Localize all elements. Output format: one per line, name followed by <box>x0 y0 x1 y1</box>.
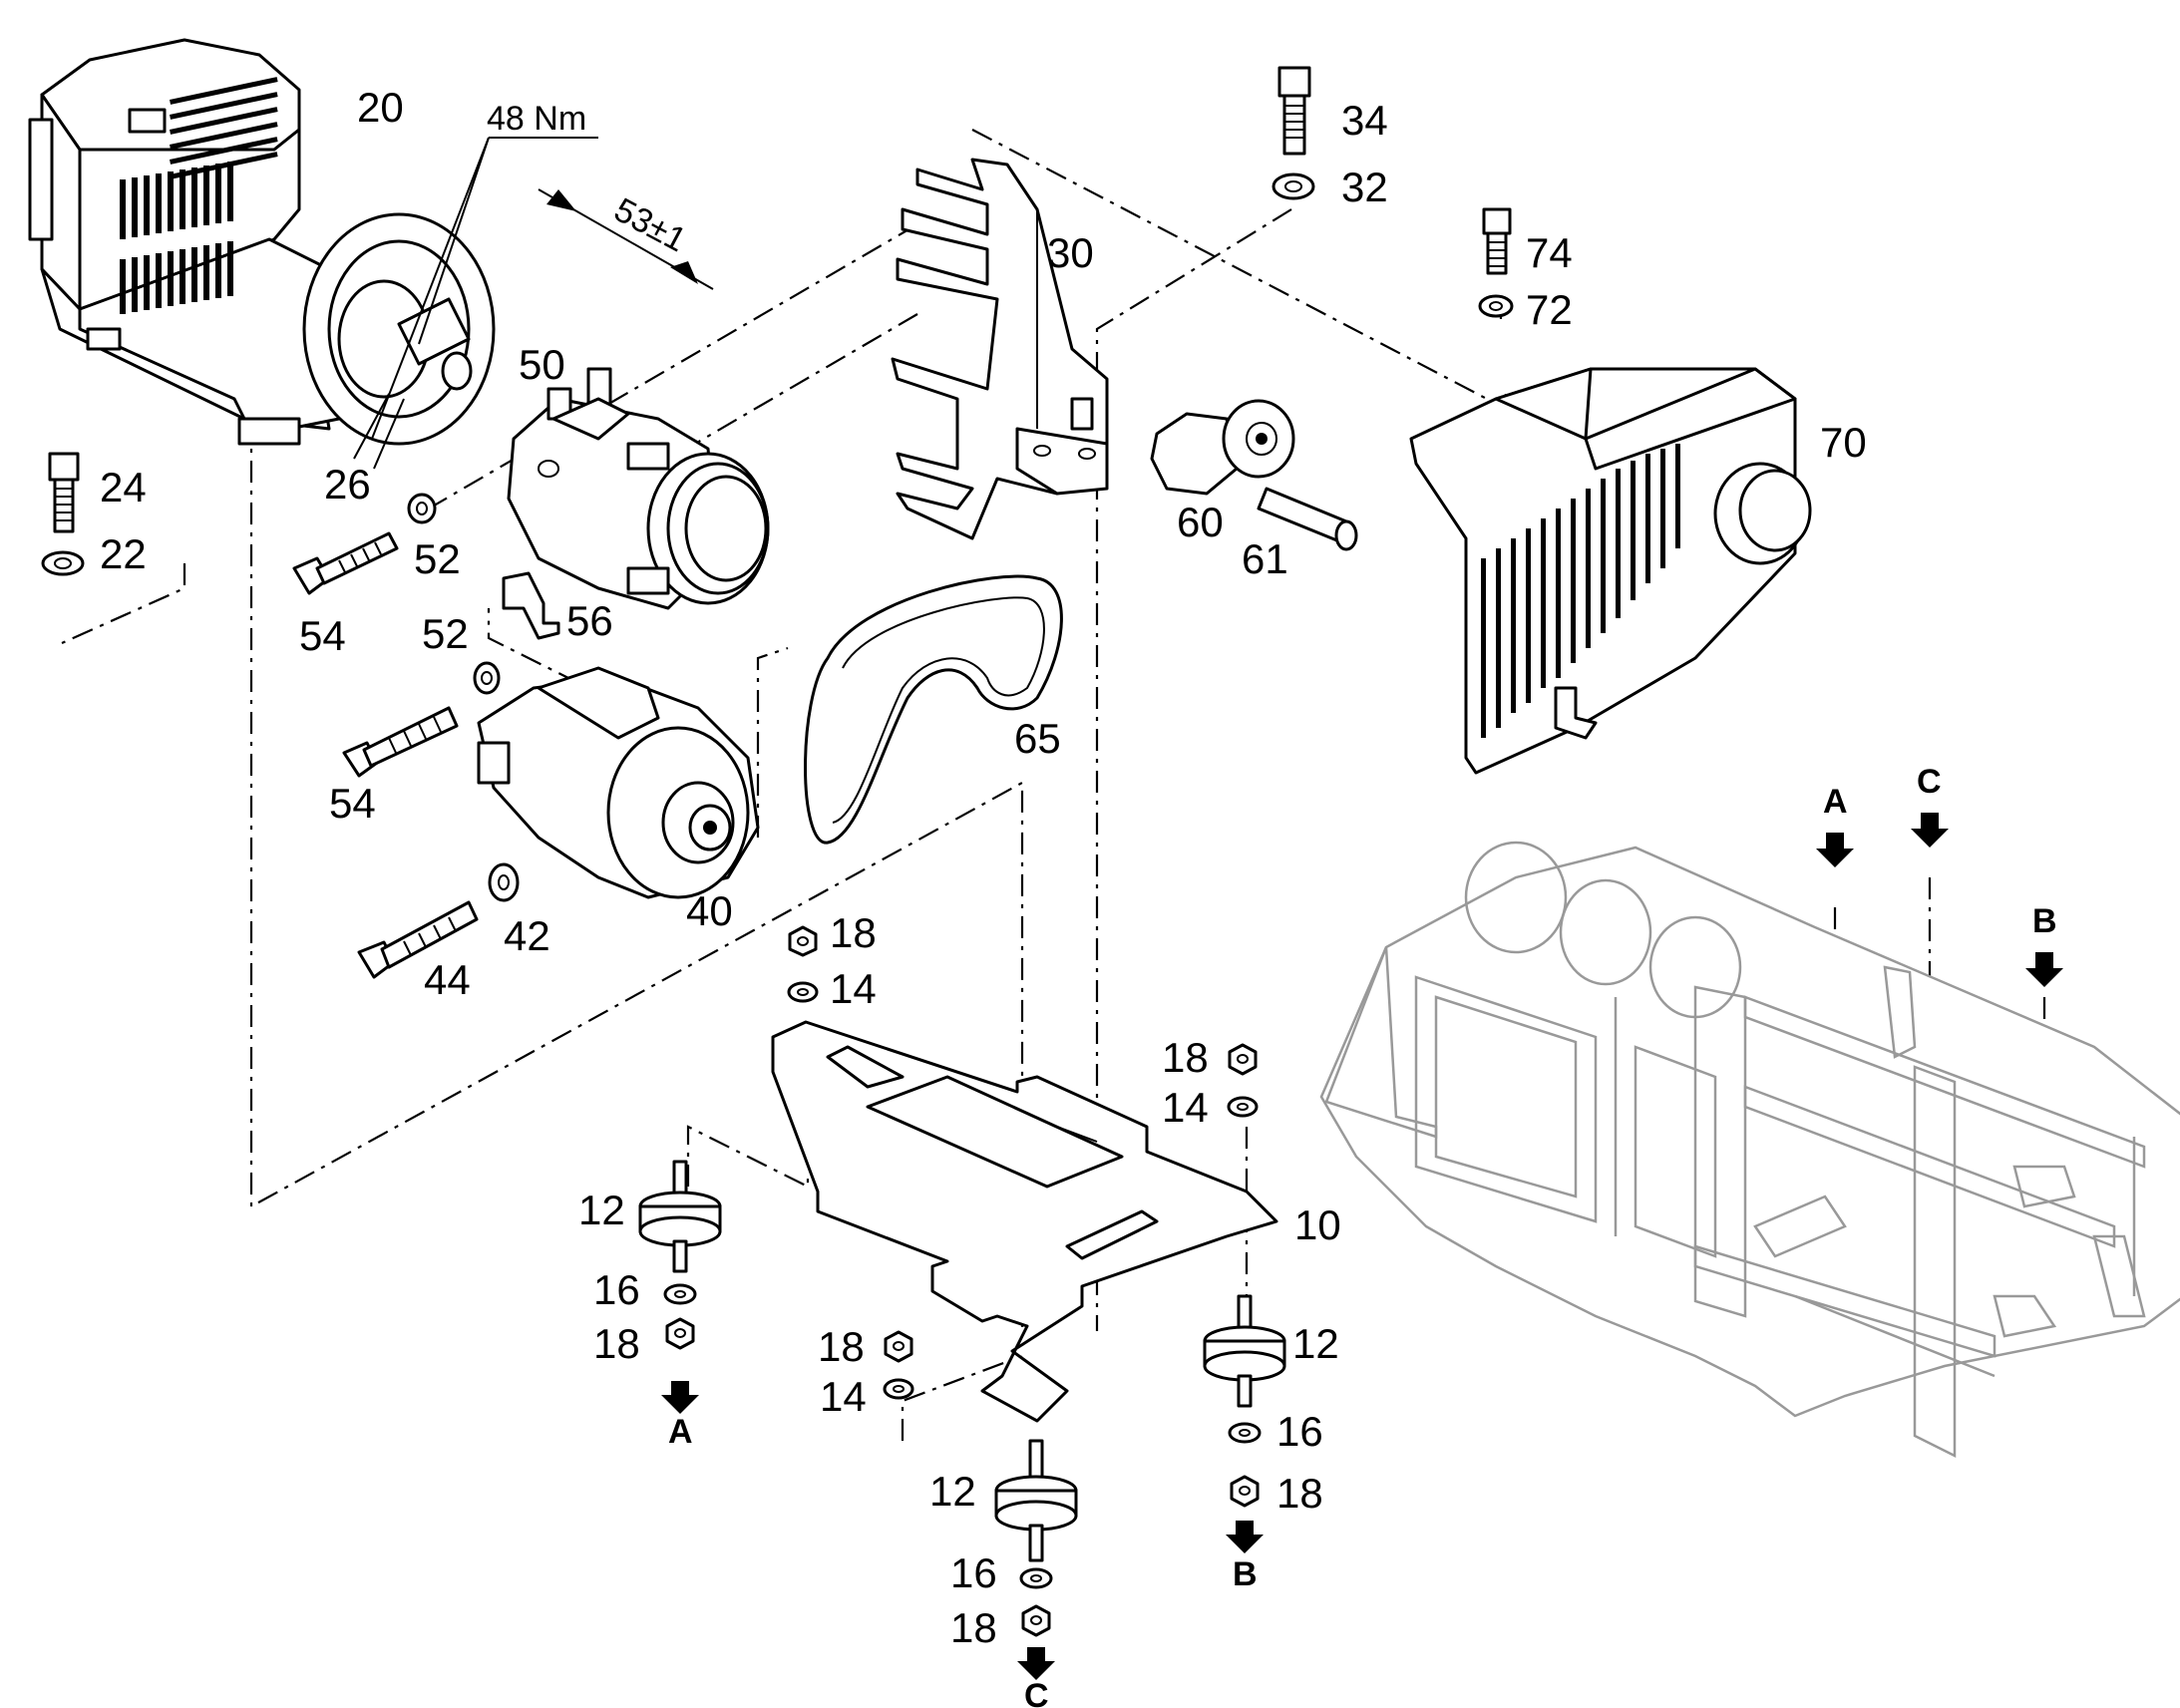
dimension-53 <box>538 188 714 290</box>
arrow-label-a-bottom: A <box>668 1413 693 1451</box>
bolt-74 <box>1482 207 1512 275</box>
belt-65 <box>804 574 1063 845</box>
label-50: 50 <box>519 341 565 388</box>
label-18-left: 18 <box>593 1320 640 1367</box>
arrow-b-bottom <box>1226 1521 1264 1553</box>
torque-callout <box>353 137 598 470</box>
generator-unit <box>28 38 496 446</box>
label-10: 10 <box>1294 1201 1341 1248</box>
label-40: 40 <box>686 887 733 934</box>
label-44: 44 <box>424 956 471 1003</box>
label-65: 65 <box>1014 715 1061 762</box>
mount-12-left <box>638 1160 722 1273</box>
vehicle-frame <box>1319 841 2180 1459</box>
label-42: 42 <box>504 912 550 959</box>
label-24: 24 <box>100 464 147 511</box>
arrow-label-b-frame: B <box>2032 902 2057 940</box>
label-56: 56 <box>566 597 613 644</box>
label-18-right: 18 <box>1162 1034 1209 1081</box>
label-12-left: 12 <box>578 1187 625 1233</box>
arrow-c-bottom <box>1017 1647 1055 1680</box>
label-72: 72 <box>1526 286 1573 333</box>
cover-70 <box>1409 367 1812 775</box>
label-14-right: 14 <box>1162 1084 1209 1131</box>
washer-14-mid <box>883 1378 914 1400</box>
arrow-label-c-bottom: C <box>1024 1677 1049 1708</box>
label-52-lower: 52 <box>422 610 469 657</box>
label-12-right: 12 <box>1292 1320 1339 1367</box>
label-18-bottom: 18 <box>950 1604 997 1651</box>
label-26: 26 <box>324 461 371 508</box>
bolt-44 <box>357 900 479 979</box>
label-18-right-lower: 18 <box>1276 1470 1323 1517</box>
label-14-top: 14 <box>830 965 877 1012</box>
label-20: 20 <box>357 84 404 131</box>
washer-22 <box>41 550 85 576</box>
bolt-34 <box>1277 66 1311 156</box>
arrow-label-c-frame: C <box>1917 763 1942 801</box>
arrow-b-frame <box>2025 952 2063 987</box>
label-61: 61 <box>1242 535 1288 582</box>
label-16-bottom: 16 <box>950 1549 997 1596</box>
label-60: 60 <box>1177 499 1224 545</box>
label-70: 70 <box>1820 419 1867 466</box>
tensioner-60 <box>1150 399 1295 496</box>
washer-16-left <box>663 1283 697 1305</box>
label-14-mid: 14 <box>820 1373 867 1420</box>
label-48nm: 48 Nm <box>487 100 586 138</box>
label-16-right: 16 <box>1276 1408 1323 1455</box>
bracket-56 <box>502 571 560 640</box>
washer-52-lower <box>473 661 501 695</box>
nut-18-right-lower <box>1230 1475 1260 1508</box>
label-18-mid: 18 <box>818 1323 865 1370</box>
mount-12-bottom <box>994 1439 1078 1562</box>
arrow-label-b-bottom: B <box>1233 1555 1258 1593</box>
label-34: 34 <box>1341 97 1388 144</box>
nut-18-mid <box>884 1330 913 1363</box>
washer-16-bottom <box>1019 1567 1053 1589</box>
label-18-top: 18 <box>830 909 877 956</box>
alternator-40 <box>477 666 760 899</box>
label-32: 32 <box>1341 164 1388 210</box>
label-52-upper: 52 <box>414 535 461 582</box>
bolt-54-lower <box>342 706 459 778</box>
callout-labels: 20 48 Nm 53±1 26 24 22 34 32 30 74 72 70… <box>100 84 2057 1708</box>
label-74: 74 <box>1526 229 1573 276</box>
label-30: 30 <box>1047 229 1094 276</box>
washer-42 <box>488 862 520 902</box>
washer-14-top <box>787 981 819 1003</box>
label-54-upper: 54 <box>299 612 346 659</box>
washer-72 <box>1478 294 1514 318</box>
bracket-30 <box>891 158 1109 540</box>
washer-14-right <box>1227 1096 1259 1118</box>
washer-16-right <box>1228 1422 1262 1444</box>
label-54-lower: 54 <box>329 780 376 827</box>
washer-52-upper <box>407 493 437 524</box>
arrow-c-frame <box>1911 813 1949 848</box>
label-12-bottom: 12 <box>929 1468 976 1515</box>
mount-12-right <box>1203 1294 1286 1408</box>
label-16-left: 16 <box>593 1266 640 1313</box>
arrow-label-a-frame: A <box>1823 783 1848 821</box>
bolt-54-upper <box>292 531 399 595</box>
nut-18-right <box>1228 1043 1258 1076</box>
label-22: 22 <box>100 530 147 577</box>
label-53: 53±1 <box>608 190 692 259</box>
nut-18-top <box>788 925 818 957</box>
nut-18-bottom <box>1021 1604 1051 1637</box>
arrow-a-frame <box>1816 833 1854 867</box>
bolt-61 <box>1257 487 1358 551</box>
arrow-a-bottom <box>661 1381 699 1414</box>
washer-32 <box>1272 172 1315 200</box>
base-plate-10 <box>771 1020 1278 1423</box>
nut-18-left <box>665 1317 695 1350</box>
cover-vent-slots <box>1481 444 1680 738</box>
compressor-50 <box>507 367 770 610</box>
bolt-24 <box>48 452 80 533</box>
